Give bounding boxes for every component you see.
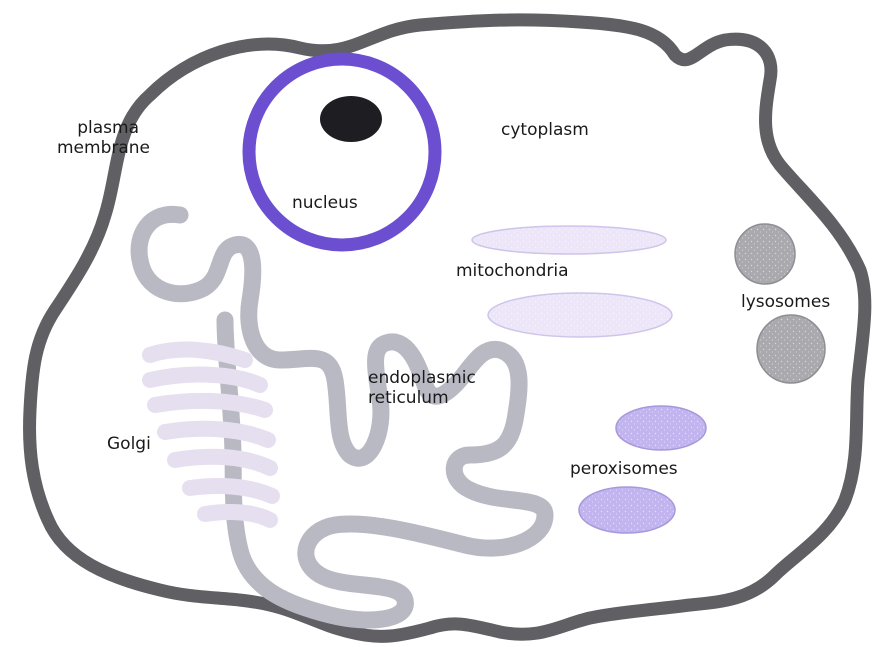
lysosome [757, 315, 825, 383]
golgi-label: Golgi [107, 434, 151, 454]
plasma-membrane-label-line2: membrane [57, 138, 139, 158]
cytoplasm-label: cytoplasm [501, 120, 589, 140]
nucleolus [320, 96, 382, 142]
lysosome [735, 224, 795, 284]
mitochondria-label: mitochondria [456, 261, 569, 281]
nucleus-label: nucleus [292, 193, 358, 213]
plasma-membrane-label: plasma membrane [57, 118, 139, 158]
endoplasmic-reticulum-label-line2: reticulum [368, 388, 476, 408]
endoplasmic-reticulum-label-line1: endoplasmic [368, 368, 476, 388]
golgi-apparatus [150, 350, 272, 520]
endoplasmic-reticulum-label: endoplasmic reticulum [368, 368, 476, 408]
plasma-membrane-label-line1: plasma [57, 118, 139, 138]
nuclear-envelope [249, 59, 435, 245]
peroxisome [579, 487, 675, 533]
lysosomes-label: lysosomes [741, 292, 830, 312]
mitochondrion [472, 226, 666, 254]
mitochondrion [488, 293, 672, 337]
peroxisome [616, 406, 706, 450]
peroxisomes-label: peroxisomes [570, 459, 678, 479]
